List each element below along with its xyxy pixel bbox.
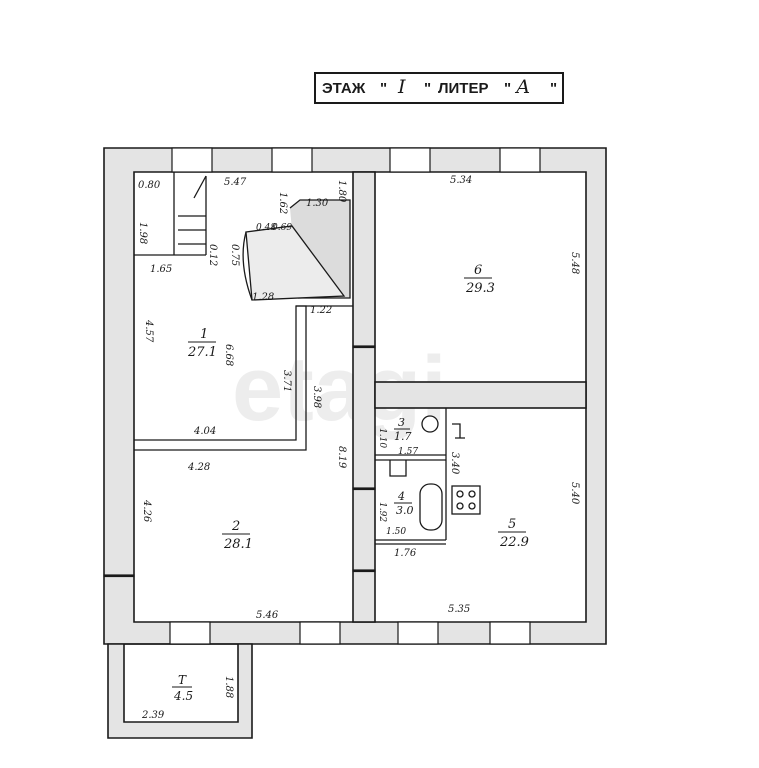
- dim-label: 1.88: [223, 676, 234, 698]
- dim-label: 1.30: [306, 198, 329, 209]
- room-6-area: 29.3: [465, 281, 495, 296]
- dim-label: 0.80: [138, 180, 161, 191]
- dim-label: 1.76: [394, 548, 417, 559]
- room-t-number: Т: [178, 673, 187, 687]
- room-4-number: 4: [397, 490, 405, 503]
- dim-label: 1.98: [137, 222, 148, 244]
- dim-label: 0.69: [272, 223, 292, 233]
- dim-label: 3.98: [311, 386, 322, 408]
- liter-label: ЛИТЕР: [438, 80, 489, 97]
- walls: [103, 147, 607, 739]
- floor-label: ЭТАЖ: [322, 80, 366, 97]
- dim-label: 1.10: [377, 428, 387, 448]
- room-3-area: 1.7: [394, 430, 412, 443]
- room-1-area: 27.1: [187, 345, 217, 360]
- dim-label: 6.68: [223, 344, 234, 366]
- dim-label: 1.80: [336, 180, 347, 203]
- floor-number: I: [398, 76, 406, 98]
- dim-label: 4.28: [187, 462, 210, 473]
- dim-label: 2.39: [141, 710, 165, 721]
- dim-label: 4.26: [141, 499, 152, 523]
- floor-title-box: ЭТАЖ " I " ЛИТЕР " А ": [314, 72, 564, 104]
- windows: [103, 147, 541, 645]
- room-6-number: 6: [474, 263, 482, 278]
- interior-partitions: [134, 172, 481, 545]
- dim-label: 1.65: [150, 264, 172, 275]
- dim-label: 5.34: [450, 175, 472, 186]
- floor-quote-open: ": [380, 80, 388, 97]
- dim-label: 1.62: [277, 192, 288, 214]
- room-4-area: 3.0: [396, 504, 414, 517]
- dim-label: 3.71: [281, 370, 292, 392]
- dim-label: 5.48: [569, 252, 580, 274]
- dim-label: 3.40: [449, 452, 460, 475]
- room-5-area: 22.9: [499, 535, 529, 550]
- dim-label: 0.75: [229, 244, 240, 266]
- room-3-number: 3: [398, 416, 405, 429]
- liter-quote-close: ": [550, 80, 558, 97]
- dim-label: 1.57: [398, 447, 418, 457]
- room-t-area: 4.5: [173, 689, 193, 703]
- room-2-number: 2: [231, 519, 240, 534]
- room-2-area: 28.1: [223, 537, 253, 552]
- dim-label: 4.57: [143, 319, 154, 343]
- dim-label: 1.28: [252, 292, 274, 303]
- dim-label: 5.47: [224, 177, 247, 188]
- room-5-number: 5: [508, 517, 516, 532]
- room-1-number: 1: [200, 327, 208, 342]
- liter-letter: А: [516, 76, 531, 98]
- dim-label: 4.04: [193, 426, 216, 437]
- floor-quote-close: ": [424, 80, 432, 97]
- dim-label: 0.48: [256, 223, 276, 233]
- dim-label: 5.35: [448, 604, 470, 615]
- dim-label: 1.92: [377, 502, 387, 522]
- dim-label: 5.46: [256, 610, 279, 621]
- dimension-labels: 0.80 5.47 1.62 1.30 1.80 5.34 1.98 0.48 …: [137, 175, 580, 721]
- dim-label: 8.19: [336, 446, 347, 469]
- dim-label: 1.22: [310, 305, 332, 316]
- room-labels: 1 27.1 2 28.1 3 1.7 4 3.0 5 22.9 6 29.3 …: [172, 263, 529, 703]
- dim-label: 1.50: [386, 527, 406, 537]
- dim-label: 0.12: [207, 244, 218, 266]
- dim-label: 5.40: [569, 482, 580, 505]
- liter-quote-open: ": [504, 80, 512, 97]
